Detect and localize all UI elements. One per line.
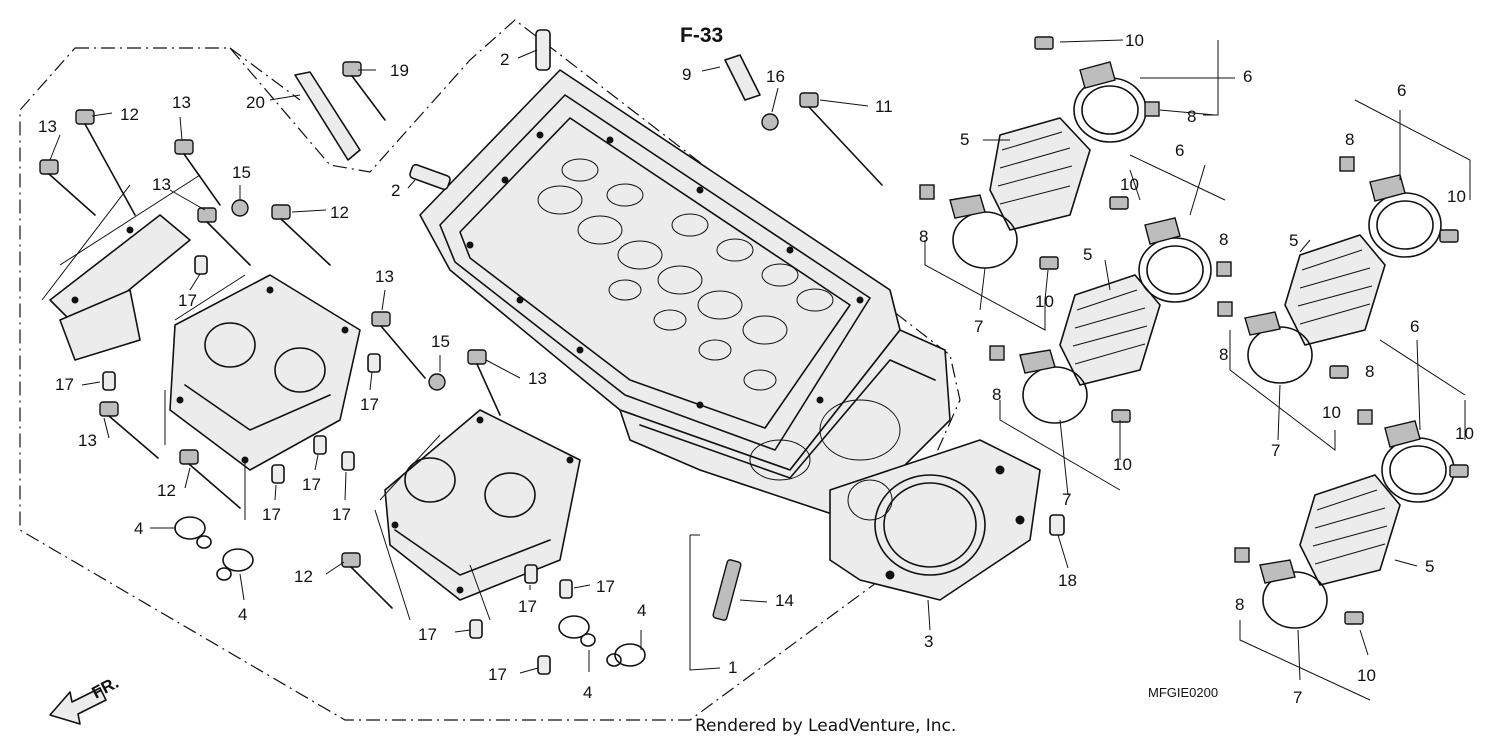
dowel-pins: [102, 255, 1065, 675]
callout-4: 4: [238, 605, 247, 624]
callout-17: 17: [360, 395, 379, 414]
callout-17: 17: [332, 505, 351, 524]
callout-16: 16: [766, 67, 785, 86]
camshaft-holder-right: [384, 409, 581, 601]
callout-10: 10: [1125, 31, 1144, 50]
callout-9: 9: [682, 65, 691, 84]
callout-4: 4: [583, 683, 592, 702]
cylinder-head: [419, 69, 951, 521]
callout-17: 17: [302, 475, 321, 494]
callout-10: 10: [1455, 424, 1474, 443]
callout-8: 8: [1187, 107, 1196, 126]
callout-17: 17: [55, 375, 74, 394]
callout-17: 17: [596, 577, 615, 596]
callout-13: 13: [152, 175, 171, 194]
callout-13: 13: [375, 267, 394, 286]
callout-10: 10: [1322, 403, 1341, 422]
callout-8: 8: [919, 227, 928, 246]
callout-4: 4: [637, 601, 646, 620]
callout-5: 5: [960, 130, 969, 149]
callout-17: 17: [518, 597, 537, 616]
callout-10: 10: [1035, 292, 1054, 311]
callout-14: 14: [775, 591, 794, 610]
callout-12: 12: [294, 567, 313, 586]
callout-6: 6: [1410, 317, 1419, 336]
callout-10: 10: [1120, 175, 1139, 194]
callout-19: 19: [390, 61, 409, 80]
callout-17: 17: [488, 665, 507, 684]
cam-chain-guide-bracket: [49, 214, 191, 361]
callout-13: 13: [78, 431, 97, 450]
front-direction-arrow-icon: [49, 687, 107, 725]
callout-8: 8: [1219, 345, 1228, 364]
callout-8: 8: [1235, 595, 1244, 614]
head-gasket: [829, 439, 1041, 601]
callout-11: 11: [875, 97, 893, 116]
callout-10: 10: [1447, 187, 1466, 206]
callout-13: 13: [38, 117, 57, 136]
callout-6: 6: [1397, 81, 1406, 100]
callout-5: 5: [1083, 245, 1092, 264]
callout-10: 10: [1113, 455, 1132, 474]
callout-17: 17: [262, 505, 281, 524]
callout-13: 13: [528, 369, 547, 388]
leader-lines: [41, 39, 1471, 701]
callout-8: 8: [1219, 230, 1228, 249]
assembly-boundary-inner: [229, 47, 301, 101]
callout-17: 17: [418, 625, 437, 644]
bolts: [39, 29, 883, 621]
callout-5: 5: [1289, 231, 1298, 250]
callout-7: 7: [974, 317, 983, 336]
callout-17: 17: [178, 291, 197, 310]
callout-10: 10: [1357, 666, 1376, 685]
drawing-code: MFGIE0200: [1148, 685, 1218, 700]
callout-12: 12: [330, 203, 349, 222]
callout-15: 15: [232, 163, 251, 182]
credit-line: Rendered by LeadVenture, Inc.: [695, 716, 956, 736]
callout-2: 2: [391, 181, 400, 200]
insulator-assemblies: [919, 36, 1469, 629]
callout-7: 7: [1062, 490, 1071, 509]
callout-8: 8: [992, 385, 1001, 404]
callout-18: 18: [1058, 571, 1077, 590]
callout-7: 7: [1293, 688, 1302, 707]
callout-13: 13: [172, 93, 191, 112]
callout-12: 12: [120, 105, 139, 124]
callout-4: 4: [134, 519, 143, 538]
callout-labels: 1 2 2 3 4 4 4 4 5 5 5 5 6 6 6 6 7 7 7 7 …: [38, 31, 1474, 707]
callout-12: 12: [157, 481, 176, 500]
assembly-boundary-outline: [19, 19, 961, 721]
callout-20: 20: [246, 93, 265, 112]
callout-2: 2: [500, 50, 509, 69]
callout-6: 6: [1243, 67, 1252, 86]
callout-8: 8: [1365, 362, 1374, 381]
callout-7: 7: [1271, 441, 1280, 460]
camshaft-holder-left: [169, 274, 361, 471]
reference-figure-label: F-33: [680, 24, 723, 47]
callout-5: 5: [1425, 557, 1434, 576]
callout-6: 6: [1175, 141, 1184, 160]
callout-3: 3: [924, 632, 933, 651]
callout-15: 15: [431, 332, 450, 351]
callout-1: 1: [728, 658, 737, 677]
callout-8: 8: [1345, 130, 1354, 149]
